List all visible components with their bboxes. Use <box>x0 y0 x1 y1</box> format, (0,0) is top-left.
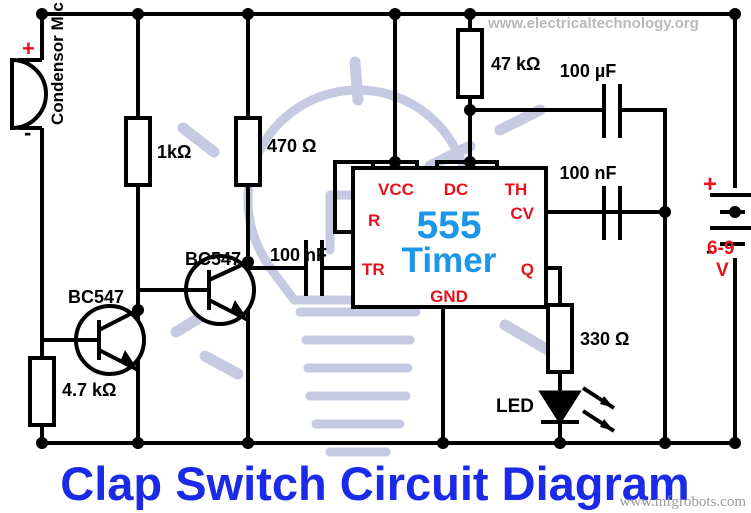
battery-minus-label: - <box>706 238 713 263</box>
led <box>538 372 616 443</box>
ic-pin-vcc-label: VCC <box>378 180 414 199</box>
resistor-1k-label: 1kΩ <box>157 142 191 162</box>
transistor-q2-label: BC547 <box>185 249 241 269</box>
battery-voltage-line2: V <box>716 260 729 281</box>
mic-label: Condensor Mic <box>48 2 67 125</box>
ic-pin-q-label: Q <box>521 260 534 279</box>
ic-pin-gnd-label: GND <box>430 287 468 306</box>
resistor-330 <box>546 303 574 374</box>
capacitor-100uf-label: 100 µF <box>560 61 616 81</box>
resistor-47k-label: 47 kΩ <box>491 54 540 74</box>
capacitor-100nf-right-label: 100 nF <box>559 163 616 183</box>
battery-plus-label: + <box>703 171 717 198</box>
mic-plus-label: + <box>22 36 35 61</box>
ic-555-name-line1: 555 <box>416 204 481 247</box>
resistor-4k7 <box>28 356 56 427</box>
ic-pin-dc-label: DC <box>444 180 469 199</box>
ic-pin-r-label: R <box>368 211 380 230</box>
resistor-1k <box>124 116 152 187</box>
battery-voltage-line1: 6-9 <box>707 238 734 259</box>
ic-pin-tr-label: TR <box>362 260 385 279</box>
resistor-470-label: 470 Ω <box>267 136 316 156</box>
mic-minus-label: - <box>24 120 31 145</box>
watermark-bottom: www.mfgrobots.com <box>619 494 746 510</box>
ic-pin-cv-label: CV <box>510 204 534 223</box>
watermark-top: www.electricaltechnology.org <box>487 15 699 32</box>
ic-555-name-line2: Timer <box>402 241 497 280</box>
battery <box>710 193 751 246</box>
resistor-470 <box>234 116 262 187</box>
transistor-q1-label: BC547 <box>68 287 124 307</box>
resistor-330-label: 330 Ω <box>580 329 629 349</box>
condensor-mic <box>10 57 48 131</box>
capacitor-100nf-right <box>602 186 667 443</box>
capacitor-100uf <box>470 84 667 212</box>
ic-pin-th-label: TH <box>505 180 528 199</box>
capacitor-100nf-left-label: 100 nF <box>270 245 327 265</box>
resistor-4k7-label: 4.7 kΩ <box>62 380 116 400</box>
led-label: LED <box>496 396 534 417</box>
resistor-47k <box>456 28 484 99</box>
transistor-q1 <box>42 304 146 376</box>
light-bulb-watermark-icon <box>170 56 554 457</box>
ic-555-body <box>351 166 548 309</box>
junction-dots <box>36 8 741 449</box>
transistor-q2 <box>138 254 256 326</box>
page-title: Clap Switch Circuit Diagram <box>60 457 689 510</box>
